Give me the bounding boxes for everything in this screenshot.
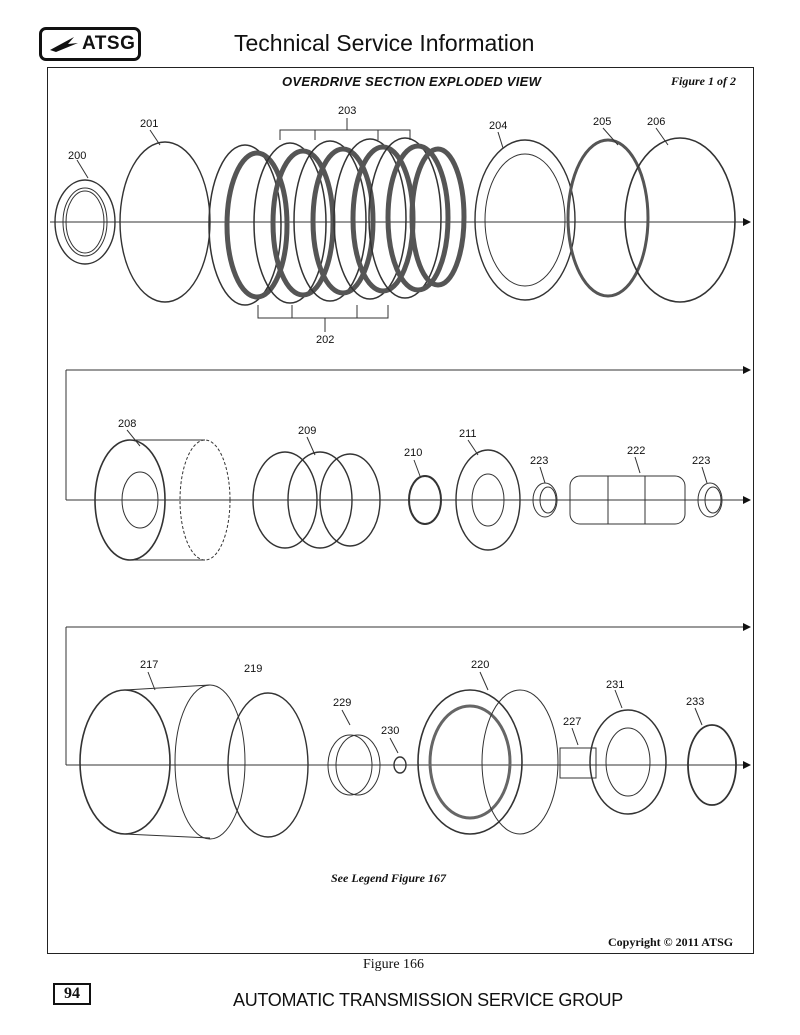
part-219-snap-ring — [227, 692, 309, 838]
part-233-snap-ring — [687, 724, 737, 806]
part-210-snap-ring — [408, 475, 442, 525]
logo-wing-icon — [50, 37, 78, 52]
callout-211: 211 — [459, 428, 477, 440]
callout-233: 233 — [686, 696, 704, 708]
callout-222: 222 — [627, 445, 645, 457]
part-223-bushing-right — [697, 482, 723, 518]
legend-note: See Legend Figure 167 — [331, 871, 446, 885]
page-number: 94 — [53, 983, 91, 1005]
callout-229: 229 — [333, 697, 351, 709]
part-220-ring-gear — [417, 689, 559, 835]
part-231-bearing — [589, 709, 667, 815]
part-209-spring-pack — [252, 451, 381, 549]
part-227-output-shaft — [559, 747, 597, 779]
atsg-logo: ATSG — [39, 27, 141, 61]
callout-208: 208 — [118, 418, 136, 430]
part-204-pressure-plate — [474, 139, 576, 301]
part-230-bearing — [393, 756, 407, 774]
callout-223-right: 223 — [692, 455, 710, 467]
logo-text: ATSG — [82, 33, 136, 54]
part-208-drum — [94, 439, 231, 561]
part-200-washer — [54, 179, 116, 265]
part-202-203-clutch-pack — [208, 137, 467, 306]
callout-217: 217 — [140, 659, 158, 671]
callout-220: 220 — [471, 659, 489, 671]
section-title: OVERDRIVE SECTION EXPLODED VIEW — [282, 74, 542, 89]
callout-204: 204 — [489, 120, 507, 132]
callout-219: 219 — [244, 663, 262, 675]
callout-223-left: 223 — [530, 455, 548, 467]
callout-231: 231 — [606, 679, 624, 691]
callout-227: 227 — [563, 716, 581, 728]
page-title: Technical Service Information — [234, 30, 535, 56]
part-211-thrust-washer — [455, 449, 521, 551]
figure-frame — [47, 67, 754, 954]
callout-205: 205 — [593, 116, 611, 128]
copyright: Copyright © 2011 ATSG — [608, 935, 734, 949]
part-205-wave-spring — [566, 138, 650, 298]
callout-203: 203 — [338, 105, 356, 117]
callout-200: 200 — [68, 150, 86, 162]
callout-230: 230 — [381, 725, 399, 737]
callout-209: 209 — [298, 425, 316, 437]
footer-org: AUTOMATIC TRANSMISSION SERVICE GROUP — [233, 990, 623, 1010]
callout-202: 202 — [316, 334, 334, 346]
figure-caption: Figure 166 — [363, 957, 425, 972]
callout-206: 206 — [647, 116, 665, 128]
part-206-snap-ring — [624, 137, 736, 303]
part-217-hub — [79, 684, 246, 840]
part-201-snap-ring — [119, 141, 211, 303]
part-229-bushing — [327, 734, 381, 796]
figure-number: Figure 1 of 2 — [671, 74, 737, 88]
callout-210: 210 — [404, 447, 422, 459]
part-222-shaft — [569, 475, 686, 525]
callout-201: 201 — [140, 118, 158, 130]
